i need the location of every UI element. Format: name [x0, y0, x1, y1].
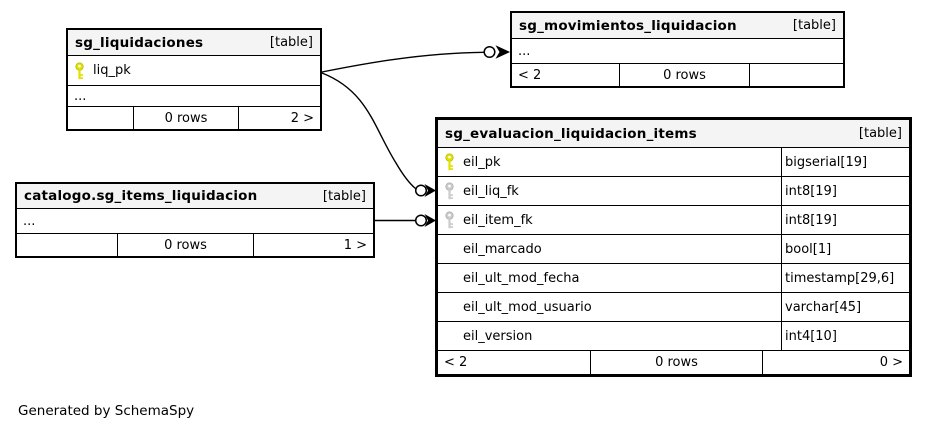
arrowhead-icon [495, 45, 510, 59]
column-name: eil_marcado [463, 241, 542, 257]
relationship-line-liquidaciones-evaluacion [321, 72, 416, 190]
key-icon-placeholder [444, 298, 456, 316]
table-header[interactable]: sg_evaluacion_liquidacion_items [table] [438, 120, 909, 148]
row-count: 0 rows [591, 351, 763, 374]
row-count: 0 rows [134, 107, 239, 129]
columns-ellipsis: ... [68, 86, 320, 107]
column-type: int8[19] [781, 177, 909, 205]
table-sg-movimientos-liquidacion[interactable]: sg_movimientos_liquidacion [table] ... <… [510, 11, 845, 88]
foreign-key-icon [444, 182, 456, 200]
table-name: sg_liquidaciones [75, 34, 204, 51]
column-name: eil_pk [463, 154, 501, 170]
table-name: sg_evaluacion_liquidacion_items [445, 125, 697, 142]
table-name: catalogo.sg_items_liquidacion [24, 188, 258, 204]
related-tables-right-link[interactable]: 1 > [343, 237, 367, 253]
row-count: 0 rows [620, 64, 750, 86]
column-type: timestamp[29,6] [781, 264, 909, 292]
table-header[interactable]: sg_liquidaciones [table] [68, 30, 320, 56]
column-name: eil_ult_mod_usuario [463, 299, 592, 315]
arrowhead-icon [424, 214, 436, 227]
cardinality-circle [414, 184, 428, 197]
column-name: eil_item_fk [463, 212, 533, 228]
related-tables-left-link[interactable]: < 2 [438, 351, 591, 374]
key-icon-placeholder [444, 269, 456, 287]
column-row-eil-marcado[interactable]: eil_marcado bool[1] [438, 235, 909, 264]
footer-left-cell [68, 107, 134, 129]
key-icon-placeholder [444, 327, 456, 345]
table-type-tag: [table] [792, 18, 836, 33]
columns-ellipsis: ... [17, 209, 373, 234]
column-type: int8[19] [781, 206, 909, 234]
footer-right-cell [750, 64, 843, 86]
columns-ellipsis: ... [512, 39, 843, 64]
primary-key-icon [444, 153, 456, 171]
table-catalogo-sg-items-liquidacion[interactable]: catalogo.sg_items_liquidacion [table] ..… [15, 182, 375, 258]
table-header[interactable]: sg_movimientos_liquidacion [table] [512, 13, 843, 39]
arrowhead-icon [424, 184, 436, 197]
related-tables-right-link[interactable]: 2 > [290, 110, 314, 126]
cardinality-circle [414, 214, 428, 227]
column-type: bool[1] [781, 235, 909, 263]
table-type-tag: [table] [858, 126, 902, 141]
column-row-eil-ult-mod-fecha[interactable]: eil_ult_mod_fecha timestamp[29,6] [438, 264, 909, 293]
table-name: sg_movimientos_liquidacion [519, 17, 737, 34]
row-count: 0 rows [118, 234, 254, 256]
table-header[interactable]: catalogo.sg_items_liquidacion [table] [17, 184, 373, 209]
table-sg-evaluacion-liquidacion-items[interactable]: sg_evaluacion_liquidacion_items [table] … [435, 117, 912, 377]
table-type-tag: [table] [322, 188, 366, 204]
column-row-eil-ult-mod-usuario[interactable]: eil_ult_mod_usuario varchar[45] [438, 293, 909, 322]
related-tables-right-link[interactable]: 0 > [879, 355, 903, 370]
column-name: liq_pk [93, 63, 131, 78]
relationship-line-liquidaciones-movimientos [321, 51, 485, 73]
column-name: eil_liq_fk [463, 183, 519, 199]
column-type: int4[10] [781, 322, 909, 350]
foreign-key-icon [444, 211, 456, 229]
primary-key-icon [74, 61, 86, 80]
related-tables-left-link[interactable]: < 2 [512, 64, 620, 86]
column-row-eil-liq-fk[interactable]: eil_liq_fk int8[19] [438, 177, 909, 206]
column-row-eil-item-fk[interactable]: eil_item_fk int8[19] [438, 206, 909, 235]
table-type-tag: [table] [269, 35, 313, 50]
generated-by-note: Generated by SchemaSpy [18, 403, 195, 419]
cardinality-circle [483, 45, 496, 59]
table-sg-liquidaciones[interactable]: sg_liquidaciones [table] liq_pk ... 0 ro… [66, 28, 322, 131]
column-type: bigserial[19] [781, 148, 909, 176]
column-row-eil-pk[interactable]: eil_pk bigserial[19] [438, 148, 909, 177]
footer-left-cell [17, 234, 118, 256]
column-row-liq-pk[interactable]: liq_pk [68, 56, 320, 86]
column-row-eil-version[interactable]: eil_version int4[10] [438, 322, 909, 351]
column-type: varchar[45] [781, 293, 909, 321]
column-name: eil_ult_mod_fecha [463, 270, 580, 286]
key-icon-placeholder [444, 240, 456, 258]
column-name: eil_version [463, 328, 533, 344]
